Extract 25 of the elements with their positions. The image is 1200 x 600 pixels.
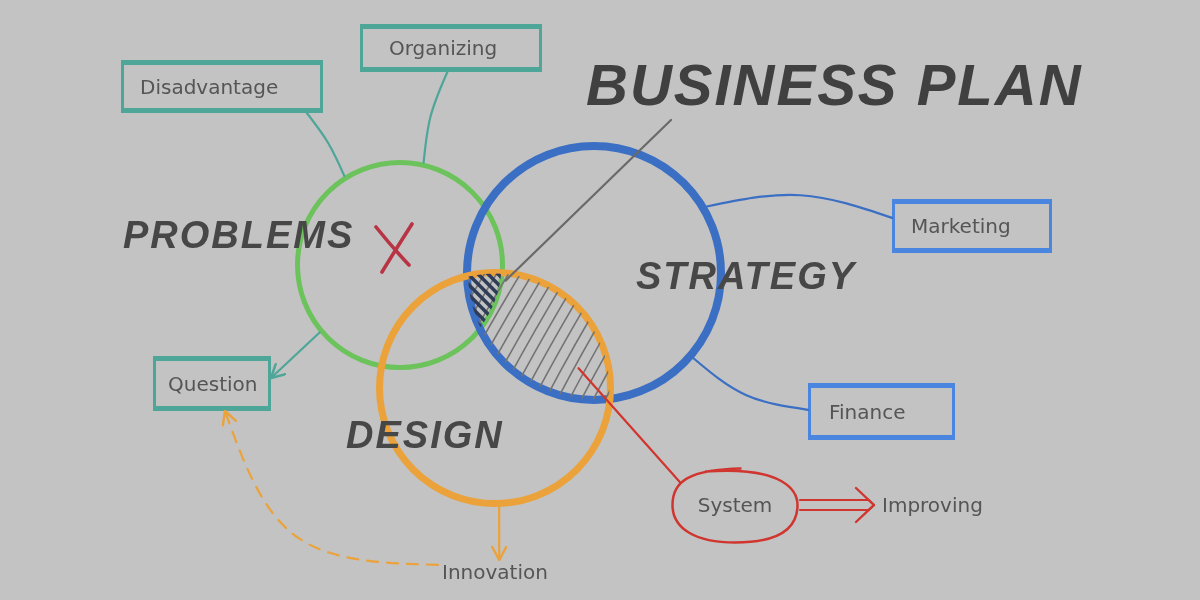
ellipse-outline xyxy=(670,465,800,545)
label-box xyxy=(892,199,1052,253)
leader-line xyxy=(577,367,682,485)
label-box xyxy=(360,24,542,72)
double-line-arrow xyxy=(798,486,876,524)
title-text: BUSINESS PLAN xyxy=(586,50,1083,120)
label-text: Disadvantage xyxy=(140,74,279,99)
label-box xyxy=(808,383,955,440)
label-text: Organizing xyxy=(389,36,498,60)
label-text: Improving xyxy=(882,493,983,517)
label-text: Marketing xyxy=(911,214,1011,238)
connector-line xyxy=(422,70,449,164)
arrow xyxy=(269,331,321,380)
label-text: Finance xyxy=(829,399,906,424)
connector-line xyxy=(305,111,346,178)
connector-line xyxy=(692,357,810,411)
connector-line xyxy=(705,193,894,219)
label-text: System xyxy=(697,493,773,517)
label-box xyxy=(121,60,323,113)
leader-line xyxy=(504,118,673,282)
label-box xyxy=(153,356,271,411)
hatched-region xyxy=(467,273,610,400)
label-text: Question xyxy=(168,371,258,396)
arrow xyxy=(491,505,508,562)
label-text: Innovation xyxy=(442,560,548,584)
